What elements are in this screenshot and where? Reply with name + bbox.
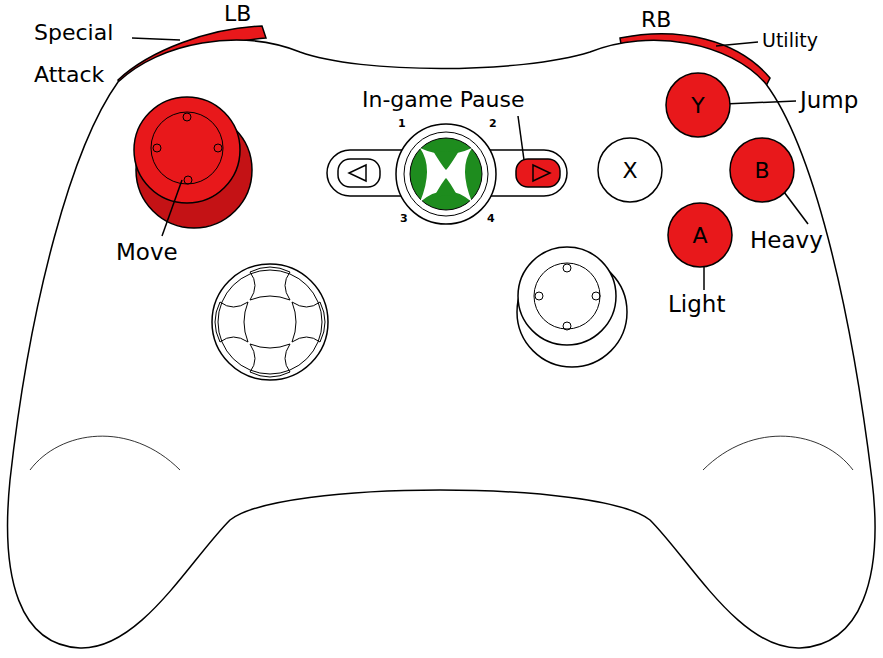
part-label: Heavy [750, 228, 823, 253]
button-circle [668, 203, 732, 267]
part-label: In-game Pause [362, 88, 524, 112]
leader-line [132, 38, 180, 40]
face-button: X [597, 137, 663, 203]
dpad-ring [212, 264, 328, 380]
face-button: B [729, 137, 795, 203]
button-letter: A [692, 223, 707, 248]
left-stick-ring [151, 112, 223, 184]
stick-dot [535, 292, 543, 300]
start-button [516, 159, 560, 187]
part-label: LB [224, 2, 251, 26]
button-text-holder: A [667, 202, 733, 268]
button-letter: B [754, 158, 769, 183]
controller-body [8, 40, 875, 648]
face-button: A [667, 202, 733, 268]
left-stick-cap [134, 97, 240, 203]
callout-number: 3 [400, 213, 408, 225]
part-label: Jump [800, 88, 858, 113]
button-text-holder: B [729, 137, 795, 203]
guide-button [410, 138, 482, 210]
face-button: Y [665, 72, 731, 138]
stick-dot [563, 264, 571, 272]
button-text-holder: Y [665, 72, 731, 138]
guide-ring [396, 124, 496, 224]
part-label: Light [668, 292, 725, 317]
stick-dot [563, 322, 571, 330]
start-arrow [533, 165, 550, 181]
right-stick-ring [534, 263, 600, 329]
stick-dot [153, 144, 161, 152]
guide-logo [430, 146, 462, 204]
callout-number: 2 [489, 118, 497, 130]
button-text-holder: X [597, 137, 663, 203]
back-arrow [349, 165, 366, 181]
leader-line [724, 101, 796, 104]
part-label: Move [116, 240, 178, 265]
button-circle [730, 138, 794, 202]
callout-number: 4 [487, 213, 495, 225]
part-label: Utility [762, 30, 818, 51]
stick-dot [214, 144, 222, 152]
part-label: RB [641, 8, 671, 32]
leader-line [784, 192, 808, 224]
right-stick-cap [518, 247, 616, 345]
button-letter: X [622, 158, 637, 183]
stick-dot [592, 292, 600, 300]
part-label: Special Attack [34, 12, 134, 96]
stick-dot [184, 176, 192, 184]
leader-line [518, 116, 524, 160]
button-circle [598, 138, 662, 202]
leader-line [716, 42, 758, 46]
dpad-ring [218, 270, 322, 374]
dpad-arms [215, 267, 325, 377]
grip-contour [30, 436, 180, 470]
guide-ring [404, 132, 488, 216]
back-button [338, 159, 380, 187]
leader-line [162, 180, 182, 236]
callout-number: 1 [398, 118, 406, 130]
stick-dot [183, 113, 191, 121]
button-circle [666, 73, 730, 137]
button-letter: Y [691, 93, 704, 118]
grip-contour [703, 436, 853, 470]
